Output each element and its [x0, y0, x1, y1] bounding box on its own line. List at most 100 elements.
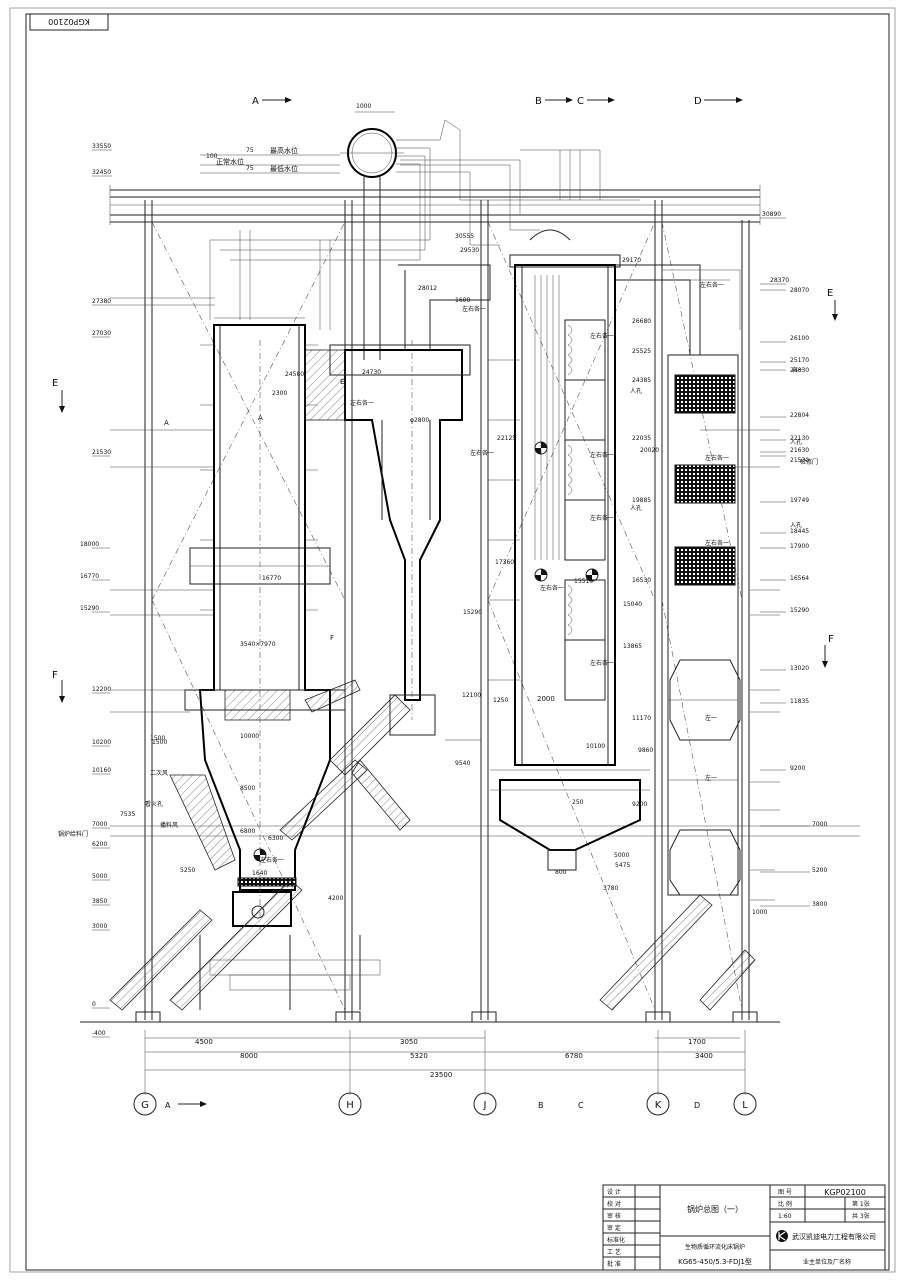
svg-text:φ2800: φ2800 — [410, 417, 429, 424]
svg-text:左右各一: 左右各一 — [470, 449, 494, 457]
svg-text:正常水位: 正常水位 — [216, 157, 244, 166]
svg-text:第 1张: 第 1张 — [852, 1200, 870, 1208]
svg-text:人孔: 人孔 — [790, 438, 802, 446]
svg-text:17360: 17360 — [495, 559, 514, 566]
company-logo-icon — [776, 1230, 788, 1242]
component-annotations: 左右各一 左右各一 左右各一 左右各一 左右各一 左右各一 左右各一 左右各一 … — [58, 281, 818, 864]
svg-text:24385: 24385 — [632, 377, 651, 384]
svg-text:播料风: 播料风 — [160, 821, 178, 829]
svg-text:B: B — [535, 96, 542, 107]
stairways — [109, 759, 756, 1011]
air-preheater — [615, 264, 741, 896]
svg-text:250: 250 — [572, 799, 584, 806]
svg-text:26680: 26680 — [632, 318, 651, 325]
svg-text:19749: 19749 — [790, 497, 809, 504]
svg-text:1250: 1250 — [493, 697, 508, 704]
svg-text:G: G — [141, 1100, 149, 1111]
svg-text:左一: 左一 — [705, 774, 717, 782]
svg-text:7000: 7000 — [812, 821, 827, 828]
svg-text:8000: 8000 — [240, 1052, 258, 1060]
svg-text:5200: 5200 — [812, 867, 827, 874]
svg-text:9860: 9860 — [638, 747, 653, 754]
svg-text:人孔: 人孔 — [630, 504, 642, 512]
svg-text:A: A — [164, 419, 169, 427]
steam-drum — [340, 111, 404, 360]
svg-text:27030: 27030 — [92, 330, 111, 337]
svg-text:18445: 18445 — [790, 528, 809, 535]
svg-text:29170: 29170 — [622, 257, 641, 264]
svg-text:13865: 13865 — [623, 643, 642, 650]
svg-text:100: 100 — [206, 153, 218, 160]
svg-text:22035: 22035 — [632, 435, 651, 442]
svg-text:23500: 23500 — [430, 1071, 452, 1079]
svg-text:15290: 15290 — [463, 609, 482, 616]
svg-text:21630: 21630 — [790, 447, 809, 454]
svg-text:左一: 左一 — [705, 714, 717, 722]
svg-text:5250: 5250 — [180, 867, 195, 874]
section-marks: A A A B C D E E E F F F B C D — [52, 96, 838, 1110]
inner-frame — [25, 13, 890, 1271]
svg-text:3000: 3000 — [92, 923, 107, 930]
svg-text:左右各一: 左右各一 — [700, 281, 724, 289]
svg-text:29530: 29530 — [460, 247, 479, 254]
svg-text:24730: 24730 — [362, 369, 381, 376]
svg-text:F: F — [52, 670, 58, 681]
svg-text:24580: 24580 — [285, 371, 304, 378]
code-stamp: KGP02100 — [48, 17, 90, 26]
svg-text:28370: 28370 — [770, 277, 789, 284]
svg-text:比 例: 比 例 — [778, 1200, 792, 1208]
svg-text:800: 800 — [555, 869, 567, 876]
company-name: 武汉凯迪电力工程有限公司 — [792, 1232, 876, 1241]
svg-text:12200: 12200 — [92, 686, 111, 693]
svg-text:13020: 13020 — [790, 665, 809, 672]
svg-text:看火孔: 看火孔 — [145, 800, 163, 808]
left-elevation-marks: 33550 32450 27380 27030 21530 18000 1677… — [80, 143, 112, 1038]
svg-text:F: F — [330, 634, 334, 642]
svg-text:4200: 4200 — [328, 895, 343, 902]
svg-text:22130: 22130 — [790, 435, 809, 442]
svg-text:1000: 1000 — [752, 909, 767, 916]
svg-text:人孔: 人孔 — [630, 387, 642, 395]
svg-text:最低水位: 最低水位 — [270, 164, 298, 173]
svg-text:10160: 10160 — [92, 767, 111, 774]
svg-text:-400: -400 — [92, 1030, 106, 1037]
svg-text:左右各一: 左右各一 — [590, 451, 614, 459]
svg-text:1500: 1500 — [152, 739, 167, 746]
svg-text:9540: 9540 — [455, 760, 470, 767]
svg-text:L: L — [742, 1100, 748, 1111]
risers-and-downcomers — [209, 119, 741, 330]
svg-text:A: A — [252, 96, 259, 107]
svg-text:30555: 30555 — [455, 233, 474, 240]
svg-text:7000: 7000 — [92, 821, 107, 828]
svg-text:6200: 6200 — [92, 841, 107, 848]
svg-text:15290: 15290 — [80, 605, 99, 612]
svg-text:21530: 21530 — [92, 449, 111, 456]
svg-text:最高水位: 最高水位 — [270, 146, 298, 155]
svg-text:21530: 21530 — [790, 457, 809, 464]
svg-text:33550: 33550 — [92, 143, 111, 150]
svg-text:3400: 3400 — [695, 1052, 713, 1060]
svg-text:左右各一: 左右各一 — [590, 332, 614, 340]
svg-text:7535: 7535 — [120, 811, 135, 818]
svg-text:27380: 27380 — [92, 298, 111, 305]
svg-text:22125: 22125 — [497, 435, 516, 442]
svg-text:30890: 30890 — [762, 211, 781, 218]
svg-text:6300: 6300 — [268, 835, 283, 842]
code-stamp-box — [29, 13, 109, 31]
column-axes: G H J K L A — [133, 1092, 757, 1116]
svg-text:3800: 3800 — [812, 901, 827, 908]
svg-text:1600: 1600 — [455, 297, 470, 304]
svg-text:10200: 10200 — [92, 739, 111, 746]
steel-structure — [80, 185, 860, 1023]
product-name: 生物质循环流化床锅炉 — [685, 1243, 745, 1251]
svg-text:18000: 18000 — [80, 541, 99, 548]
svg-text:15510: 15510 — [574, 578, 593, 585]
svg-text:5000: 5000 — [614, 852, 629, 859]
svg-text:左右各一: 左右各一 — [705, 454, 729, 462]
svg-text:75: 75 — [246, 165, 254, 172]
svg-text:0: 0 — [92, 1001, 96, 1008]
svg-text:审 核: 审 核 — [607, 1212, 621, 1220]
svg-text:20020: 20020 — [640, 447, 659, 454]
svg-text:1000: 1000 — [356, 103, 371, 110]
svg-text:左右各一: 左右各一 — [590, 659, 614, 667]
